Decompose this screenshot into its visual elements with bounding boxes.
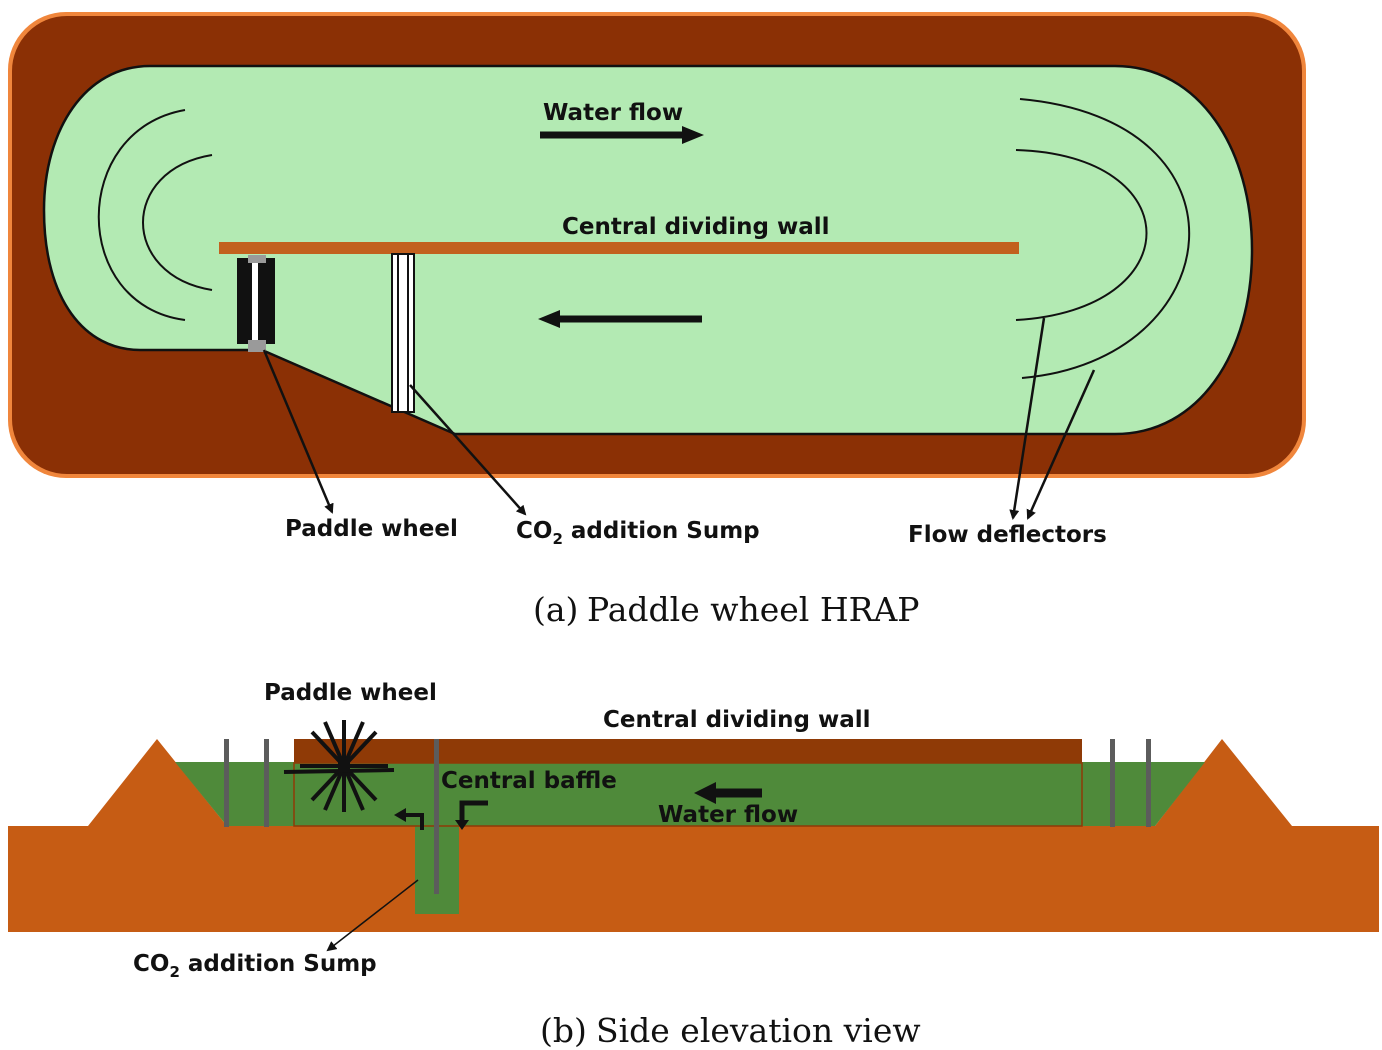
water-flow-arrow-right (540, 126, 704, 144)
bent-flow-arrow-left (402, 813, 424, 830)
water-flow-label: Water flow (543, 100, 683, 126)
post (1110, 739, 1115, 827)
central-baffle-label: Central baffle (441, 768, 617, 794)
paddle-wheel-side (283, 720, 395, 812)
central-dividing-wall-side (294, 739, 1082, 763)
co2-sump-pointer (409, 384, 527, 516)
caption-a-text: Paddle wheel HRAP (587, 590, 919, 629)
paddle-wheel-side-label: Paddle wheel (264, 680, 437, 706)
top-view-panel: Water flow Central dividing wall Paddle … (8, 12, 1306, 629)
post (264, 739, 269, 827)
caption-a-marker: (a) (533, 590, 578, 629)
water-flow-arrow-side (694, 782, 762, 804)
caption-b-marker: (b) (540, 1011, 587, 1050)
central-wall-water-outline (293, 762, 1083, 827)
paddle-wheel (237, 255, 275, 352)
flow-deflector-right-inner (1015, 149, 1148, 321)
central-baffle (434, 739, 439, 894)
central-dividing-wall-label: Central dividing wall (562, 214, 830, 240)
post (1146, 739, 1151, 827)
flow-deflector-pointer-2 (1026, 369, 1096, 520)
pond-water-side (175, 762, 1205, 826)
flow-deflector-pointer-1 (1009, 317, 1046, 520)
side-view-panel: Paddle wheel Central dividing wall Centr… (8, 680, 1379, 1050)
bent-flow-arrow-right-head (455, 820, 469, 830)
water-flow-arrow-left (538, 310, 702, 328)
paddle-wheel-label: Paddle wheel (285, 516, 458, 542)
bent-flow-arrow-right (459, 800, 488, 822)
co2-sump-label: CO2 addition Sump (516, 518, 760, 548)
co2-sump-pointer-side (326, 879, 419, 952)
flow-deflector-left-outer (97, 109, 186, 321)
post (224, 739, 229, 827)
flow-deflector-left-inner (142, 154, 213, 291)
central-dividing-wall-side-label: Central dividing wall (603, 707, 871, 733)
water-flow-side-label: Water flow (658, 802, 798, 828)
central-dividing-wall (219, 242, 1019, 254)
flow-deflector-right-outer (1019, 98, 1191, 379)
caption-b-text: Side elevation view (596, 1011, 921, 1050)
co2-addition-sump (391, 253, 415, 413)
flow-deflectors-label: Flow deflectors (908, 522, 1107, 548)
bent-flow-arrow-left-head (394, 808, 406, 822)
ground-soil (8, 739, 1379, 932)
paddle-wheel-pointer (262, 349, 334, 514)
co2-sump-side-label: CO2 addition Sump (133, 951, 377, 981)
